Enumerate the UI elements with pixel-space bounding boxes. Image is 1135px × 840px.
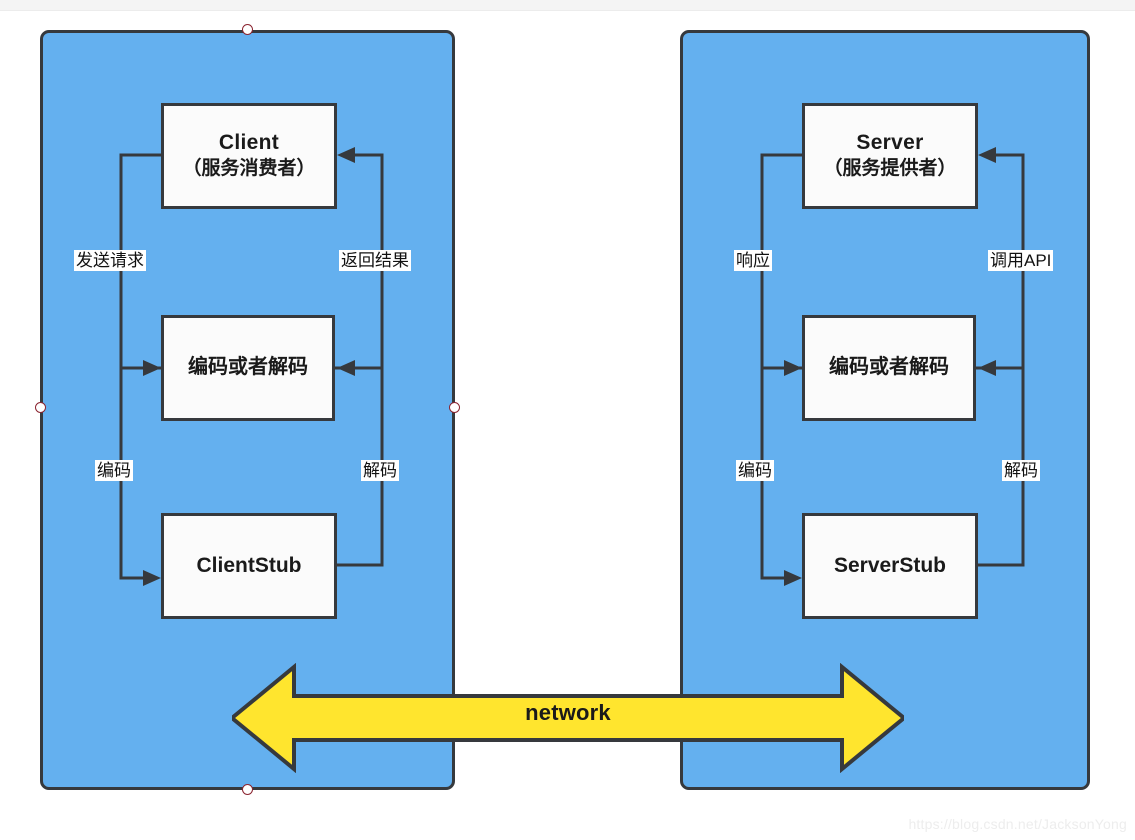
node-client[interactable]: Client （服务消费者） [161, 103, 337, 209]
edge-label-return-result: 返回结果 [339, 250, 411, 272]
edge-label-response: 响应 [734, 250, 772, 272]
edge-label-client-encode: 编码 [95, 460, 133, 482]
network-arrow[interactable] [232, 663, 904, 773]
watermark: https://blog.csdn.net/JacksonYong [908, 816, 1127, 832]
node-server[interactable]: Server （服务提供者） [802, 103, 978, 209]
selection-handle-bottom[interactable] [242, 784, 253, 795]
node-server-title: Server [856, 131, 924, 155]
edge-label-call-api: 调用API [988, 250, 1054, 272]
node-server-subtitle: （服务提供者） [823, 158, 957, 180]
selection-handle-left[interactable] [35, 402, 46, 413]
node-server-codec-label: 编码或者解码 [829, 356, 949, 379]
node-clientstub-label: ClientStub [196, 553, 302, 577]
node-clientstub[interactable]: ClientStub [161, 513, 337, 619]
edge-label-client-decode: 解码 [361, 460, 399, 482]
edge-label-server-decode: 解码 [1002, 460, 1040, 482]
node-serverstub-label: ServerStub [833, 553, 947, 577]
node-serverstub[interactable]: ServerStub [802, 513, 978, 619]
selection-handle-right[interactable] [449, 402, 460, 413]
node-client-subtitle: （服务消费者） [182, 158, 316, 180]
selection-handle-top[interactable] [242, 24, 253, 35]
top-edge-strip [0, 0, 1135, 11]
node-server-codec[interactable]: 编码或者解码 [802, 315, 976, 421]
network-label: network [525, 700, 611, 725]
node-client-title: Client [218, 131, 280, 155]
node-client-codec-label: 编码或者解码 [188, 356, 308, 379]
edge-label-server-encode: 编码 [736, 460, 774, 482]
edge-label-send-request: 发送请求 [74, 250, 146, 272]
node-client-codec[interactable]: 编码或者解码 [161, 315, 335, 421]
